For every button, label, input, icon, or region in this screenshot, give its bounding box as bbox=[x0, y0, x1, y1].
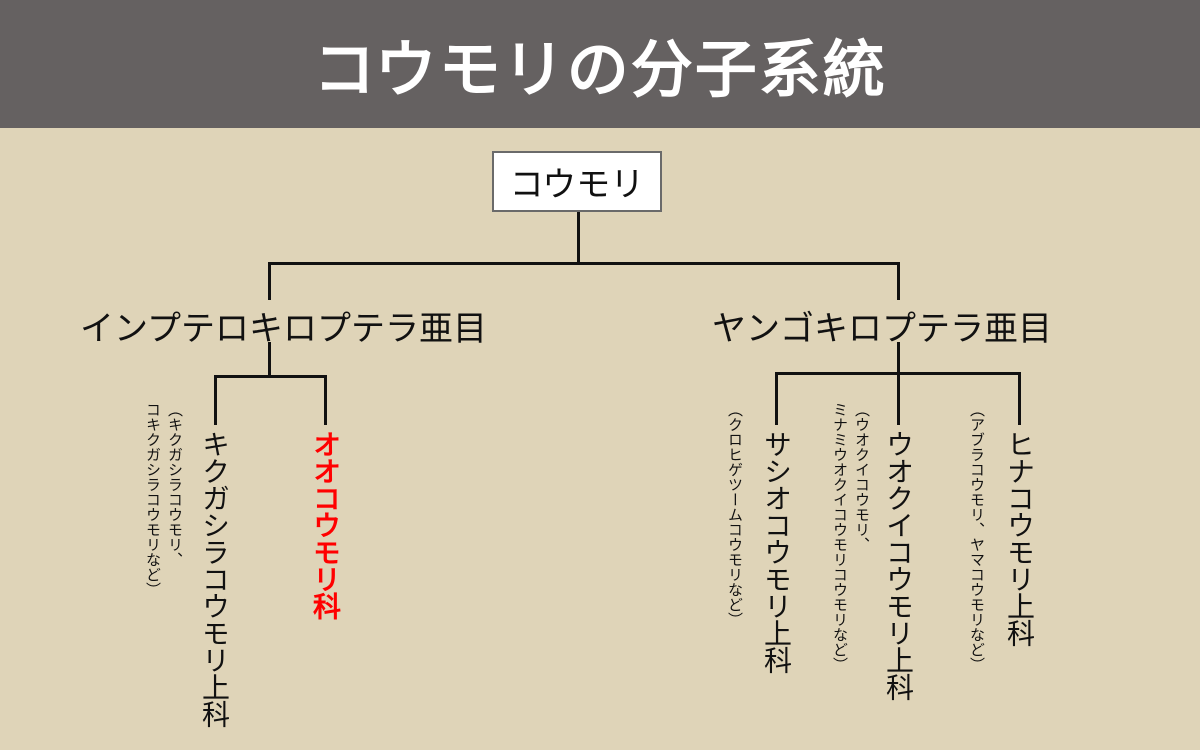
right-suborder-drop-line bbox=[897, 262, 900, 300]
left-family-branch-line bbox=[214, 375, 327, 378]
family-note-vespertilionoidea: （アブラコウモリ、ヤマコウモリなど） bbox=[968, 402, 986, 672]
family-note-emballonuroidea: （クロヒゲツームコウモリなど） bbox=[726, 402, 744, 627]
suborder-label-yangochiroptera: ヤンゴキロプテラ亜目 bbox=[712, 309, 1052, 349]
family-label-emballonuroidea: サシオコウモリ上科 bbox=[760, 430, 793, 673]
suborder-label-yinpterochiroptera: インプテロキロプテラ亜目 bbox=[80, 309, 487, 349]
right-family-drop-1 bbox=[775, 372, 778, 425]
right-family-stem-line bbox=[897, 342, 900, 425]
left-family-stem-line bbox=[268, 342, 271, 377]
header-banner: コウモリの分子系統 bbox=[0, 0, 1200, 128]
root-node-box: コウモリ bbox=[492, 151, 662, 212]
family-label-vespertilionoidea: ヒナコウモリ上科 bbox=[1003, 430, 1036, 646]
root-stem-line bbox=[577, 212, 580, 264]
right-family-drop-3 bbox=[1018, 372, 1021, 425]
suborder-branch-line bbox=[268, 262, 900, 265]
family-note-rhinolophoidea: （キクガシラコウモリ、 コキクガシラコウモリなど） bbox=[144, 402, 184, 597]
family-label-noctilionoidea: ウオクイコウモリ上科 bbox=[882, 430, 915, 700]
right-family-branch-line bbox=[775, 372, 1021, 375]
family-label-pteropodidae: オオコウモリ科 bbox=[309, 430, 342, 619]
left-family-drop-2 bbox=[324, 375, 327, 425]
family-note-noctilionoidea: （ウオクイコウモリ、 ミナミウオクイコウモリコウモリなど） bbox=[831, 402, 871, 672]
left-suborder-drop-line bbox=[268, 262, 271, 300]
page-title: コウモリの分子系統 bbox=[313, 33, 887, 106]
left-family-drop-1 bbox=[214, 375, 217, 425]
family-label-rhinolophoidea: キクガシラコウモリ上科 bbox=[198, 430, 231, 727]
root-node-label: コウモリ bbox=[509, 165, 645, 205]
